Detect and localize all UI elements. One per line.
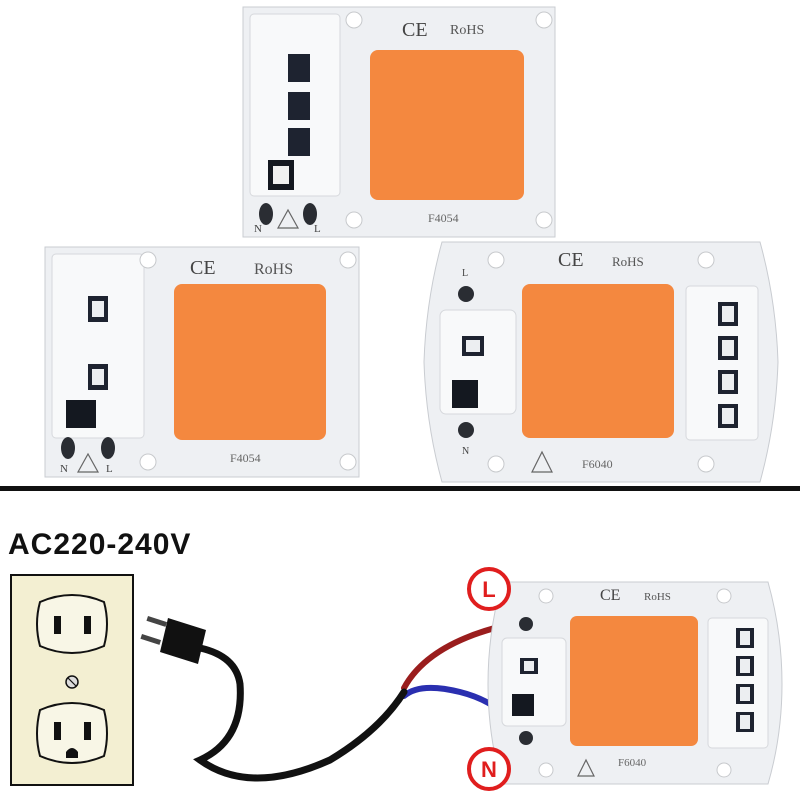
model-label: F6040 — [582, 457, 613, 471]
model-label: F6040 — [618, 757, 647, 769]
live-terminal-badge: L — [467, 567, 511, 611]
terminal-n-label: N — [60, 463, 68, 475]
rohs-mark: RoHS — [612, 254, 644, 269]
voltage-label: AC220-240V — [8, 528, 192, 561]
rohs-mark: RoHS — [450, 23, 484, 38]
ce-mark: CE — [402, 19, 428, 41]
badge-n-label: N — [481, 757, 497, 782]
terminal-n-label: N — [462, 446, 469, 457]
terminal-n-label: N — [254, 223, 262, 235]
led-module-left: CE RoHS F4054 N L — [44, 246, 360, 478]
outlet-socket-bottom — [36, 702, 108, 764]
power-cable — [140, 616, 523, 782]
ce-mark: CE — [600, 587, 620, 604]
wall-outlet-icon — [10, 574, 134, 786]
terminal-l-label: L — [106, 463, 113, 475]
led-module-wiring: CE RoHS F6040 — [487, 581, 783, 785]
terminal-l-label: L — [462, 268, 468, 279]
neutral-terminal-badge: N — [467, 747, 511, 791]
badge-l-label: L — [482, 577, 495, 602]
terminal-l-label: L — [314, 223, 321, 235]
ce-mark: CE — [558, 249, 584, 271]
outlet-socket-top — [36, 594, 108, 654]
model-label: F4054 — [230, 451, 261, 465]
section-divider — [0, 486, 800, 491]
plug-icon — [140, 616, 206, 664]
rohs-mark: RoHS — [254, 261, 293, 278]
led-module-top: CE RoHS F4054 N L — [242, 6, 556, 238]
black-cable — [193, 644, 408, 782]
rohs-mark: RoHS — [644, 591, 671, 603]
led-module-right: CE RoHS F6040 L N — [423, 241, 779, 483]
model-label: F4054 — [428, 211, 459, 225]
ce-mark: CE — [190, 257, 216, 279]
